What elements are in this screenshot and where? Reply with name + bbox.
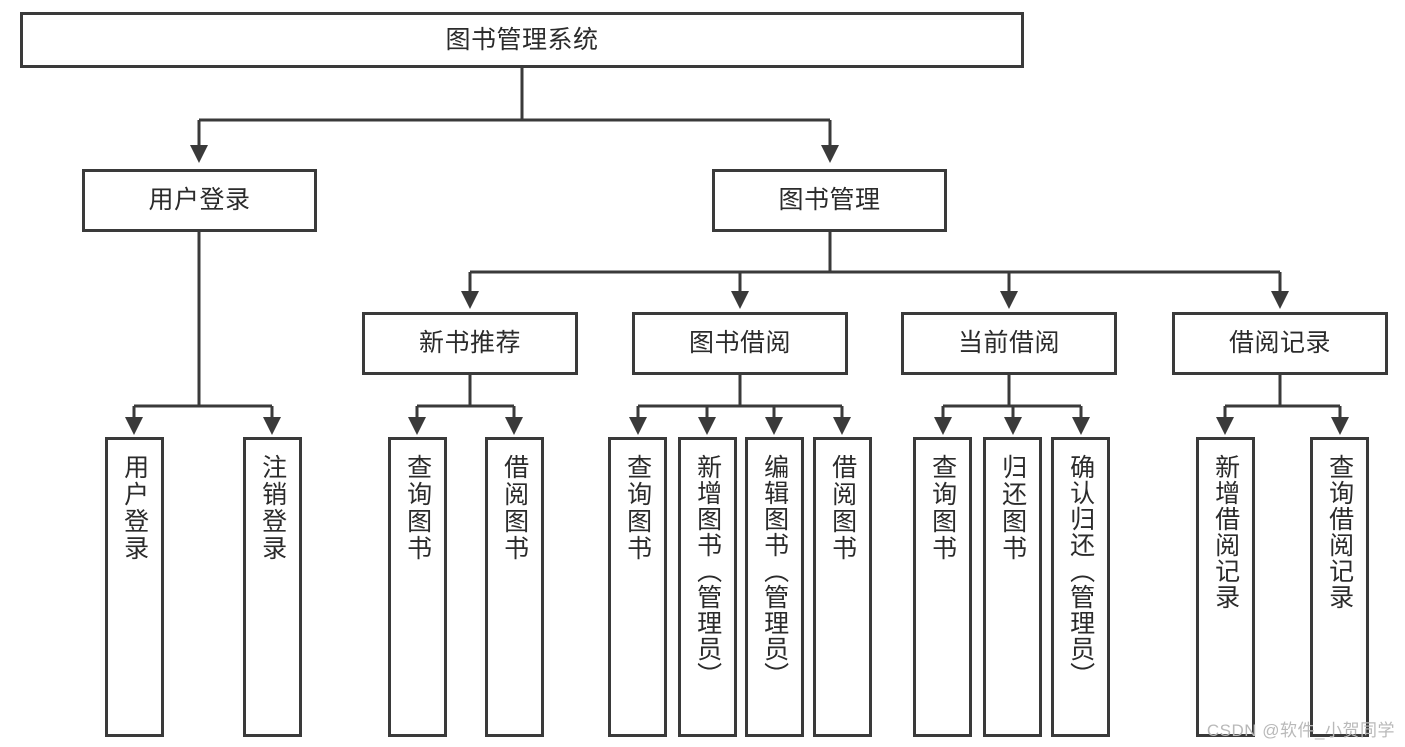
leaf-query-book-borrow[interactable]: 查询图书 xyxy=(608,437,667,737)
node-label: 查询图书 xyxy=(403,454,432,562)
leaf-return-book[interactable]: 归还图书 xyxy=(983,437,1042,737)
node-label: 图书借阅 xyxy=(688,329,791,358)
leaf-user-login[interactable]: 用户登录 xyxy=(105,437,164,737)
watermark-text: CSDN @软件_小贺同学 xyxy=(1206,721,1395,740)
node-label: 图书管理 xyxy=(778,186,881,215)
node-label: 新增图书（管理员） xyxy=(693,454,722,688)
leaf-borrow-book-new[interactable]: 借阅图书 xyxy=(485,437,544,737)
node-label: 编辑图书（管理员） xyxy=(760,454,789,688)
node-label: 查询图书 xyxy=(928,454,957,562)
node-book-borrowing[interactable]: 图书借阅 xyxy=(632,312,848,375)
leaf-query-borrow-record[interactable]: 查询借阅记录 xyxy=(1310,437,1369,737)
node-new-book-recommendation[interactable]: 新书推荐 xyxy=(362,312,578,375)
node-label: 新增借阅记录 xyxy=(1211,454,1240,610)
node-label: 确认归还（管理员） xyxy=(1066,454,1095,688)
node-root-book-management-system[interactable]: 图书管理系统 xyxy=(20,12,1024,68)
node-book-management[interactable]: 图书管理 xyxy=(712,169,947,232)
node-borrowing-record[interactable]: 借阅记录 xyxy=(1172,312,1388,375)
leaf-edit-book-admin[interactable]: 编辑图书（管理员） xyxy=(745,437,804,737)
node-user-login[interactable]: 用户登录 xyxy=(82,169,317,232)
leaf-add-borrow-record[interactable]: 新增借阅记录 xyxy=(1196,437,1255,737)
node-label: 借阅图书 xyxy=(828,454,857,562)
leaf-borrow-book[interactable]: 借阅图书 xyxy=(813,437,872,737)
leaf-query-book-current[interactable]: 查询图书 xyxy=(913,437,972,737)
leaf-logout[interactable]: 注销登录 xyxy=(243,437,302,737)
node-label: 借阅记录 xyxy=(1228,329,1331,358)
node-label: 查询借阅记录 xyxy=(1325,454,1354,610)
node-label: 注销登录 xyxy=(258,454,287,562)
leaf-add-book-admin[interactable]: 新增图书（管理员） xyxy=(678,437,737,737)
node-label: 当前借阅 xyxy=(957,329,1060,358)
node-current-borrowing[interactable]: 当前借阅 xyxy=(901,312,1117,375)
leaf-confirm-return-admin[interactable]: 确认归还（管理员） xyxy=(1051,437,1110,737)
node-label: 查询图书 xyxy=(623,454,652,562)
node-label: 图书管理系统 xyxy=(445,25,599,54)
node-label: 借阅图书 xyxy=(500,454,529,562)
node-label: 新书推荐 xyxy=(418,329,521,358)
node-label: 用户登录 xyxy=(120,454,149,562)
node-label: 归还图书 xyxy=(998,454,1027,562)
node-label: 用户登录 xyxy=(148,186,251,215)
leaf-query-book-new[interactable]: 查询图书 xyxy=(388,437,447,737)
